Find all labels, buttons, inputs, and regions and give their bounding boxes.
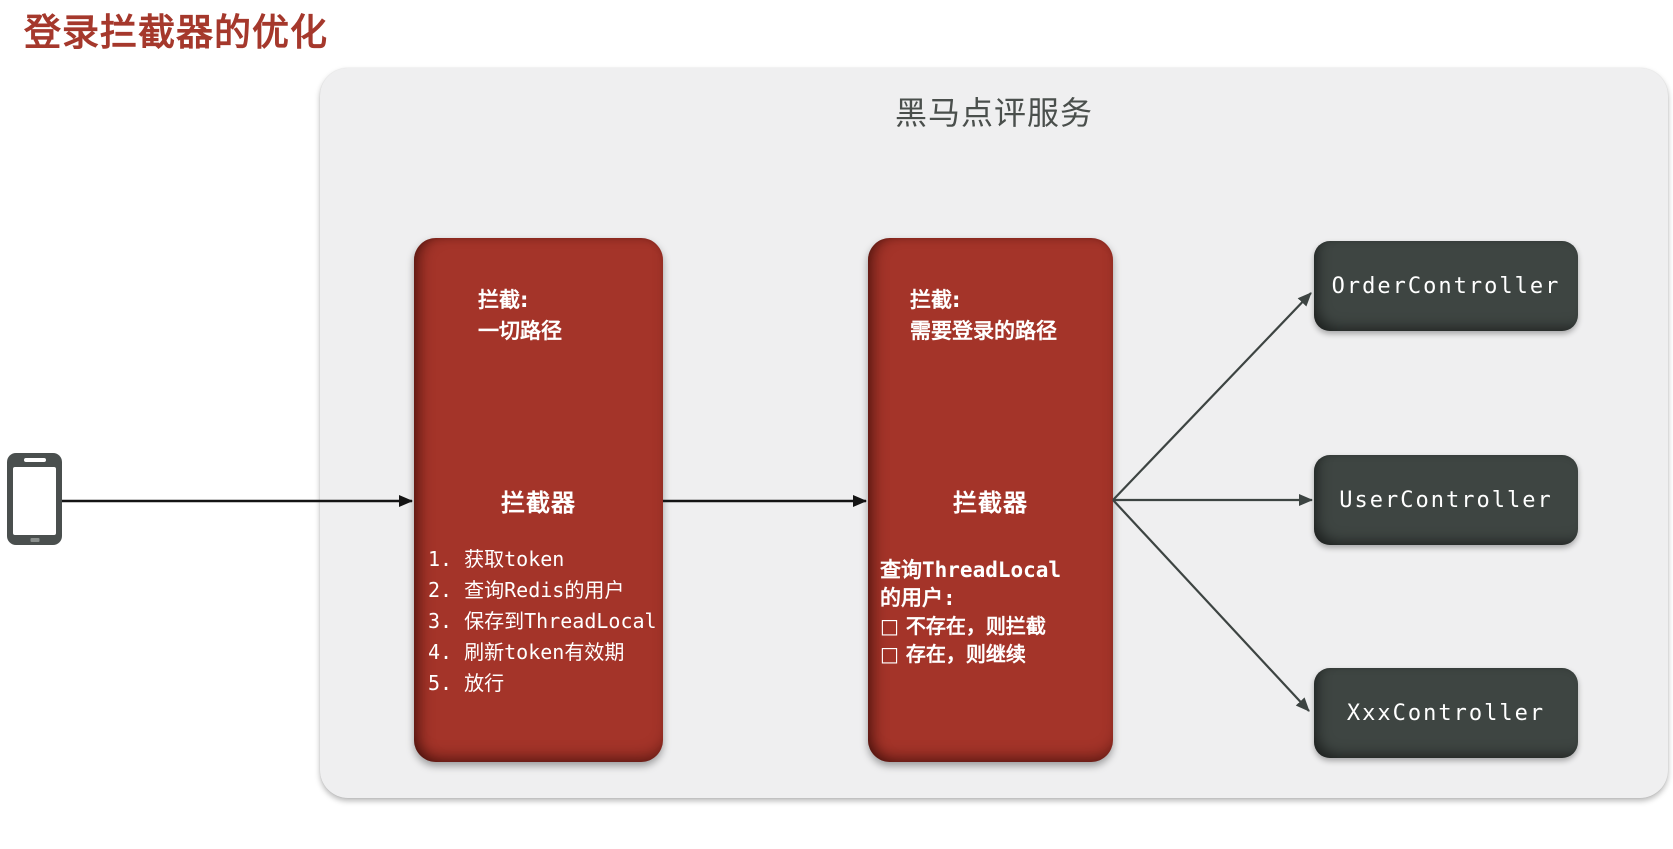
page-title: 登录拦截器的优化	[24, 11, 328, 54]
case-item: □ 存在，则继续	[880, 642, 1026, 666]
query-line2: 的用户:	[880, 586, 956, 610]
interceptor2-scope: 拦截: 需要登录的路径	[910, 285, 1057, 347]
interceptor-all-paths-box: 拦截: 一切路径 拦截器 1. 获取token 2. 查询Redis的用户 3.…	[414, 238, 663, 762]
case-item: □ 不存在，则拦截	[880, 614, 1046, 638]
service-title: 黑马点评服务	[894, 94, 1093, 132]
step-item: 2. 查询Redis的用户	[428, 578, 625, 602]
query-line1: 查询ThreadLocal	[880, 558, 1062, 582]
interceptor2-scope-line2: 需要登录的路径	[910, 319, 1057, 343]
step-item: 5. 放行	[428, 671, 505, 695]
interceptor2-query: 查询ThreadLocal 的用户:	[880, 556, 1061, 612]
interceptor2-scope-line1: 拦截:	[910, 288, 961, 312]
interceptor1-scope-line2: 一切路径	[478, 319, 562, 343]
interceptor1-name: 拦截器	[501, 489, 576, 517]
controller-label: XxxController	[1346, 700, 1546, 726]
interceptor1-scope: 拦截: 一切路径	[478, 285, 562, 347]
phone-screen	[13, 467, 56, 535]
xxx-controller-box: XxxController	[1314, 668, 1578, 758]
interceptor1-scope-line1: 拦截:	[478, 288, 529, 312]
order-controller-box: OrderController	[1314, 241, 1578, 331]
interceptor-login-paths-box: 拦截: 需要登录的路径 拦截器 查询ThreadLocal 的用户: □ 不存在…	[868, 238, 1113, 762]
user-controller-box: UserController	[1314, 455, 1578, 545]
interceptor1-steps: 1. 获取token 2. 查询Redis的用户 3. 保存到ThreadLoc…	[428, 544, 657, 699]
interceptor2-cases: □ 不存在，则拦截 □ 存在，则继续	[880, 612, 1046, 668]
phone-speaker	[23, 458, 46, 462]
phone-home-button	[30, 538, 39, 542]
step-item: 4. 刷新token有效期	[428, 640, 625, 664]
step-item: 3. 保存到ThreadLocal	[428, 609, 657, 633]
smartphone-icon	[7, 453, 62, 545]
controller-label: OrderController	[1331, 273, 1561, 299]
controller-label: UserController	[1339, 487, 1553, 513]
step-item: 1. 获取token	[428, 547, 565, 571]
interceptor2-name: 拦截器	[953, 489, 1028, 517]
